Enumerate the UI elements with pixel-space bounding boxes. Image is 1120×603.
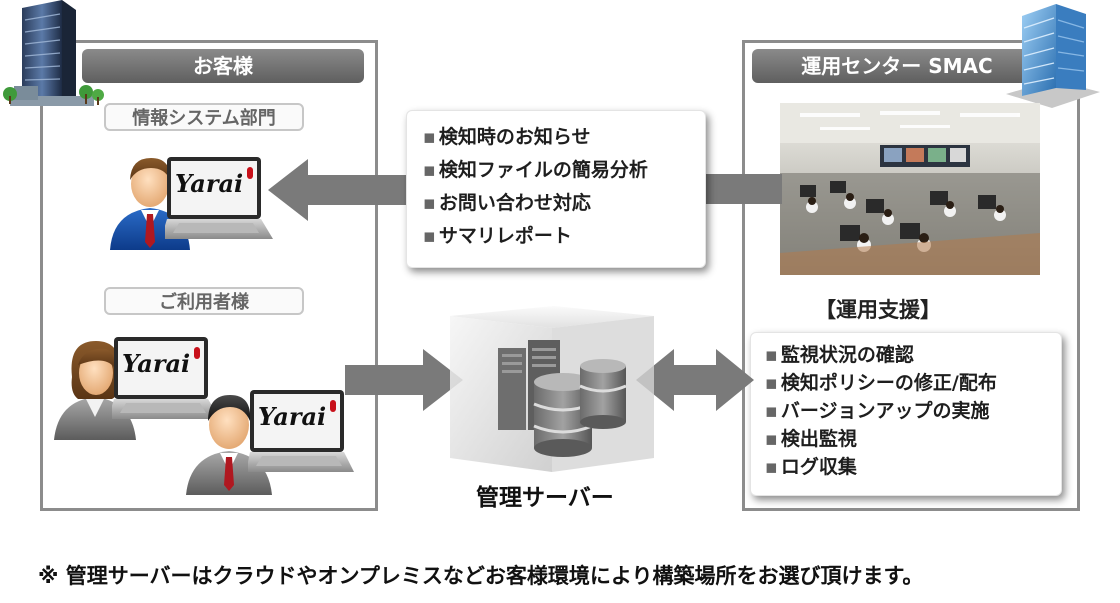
footnote: ※ 管理サーバーはクラウドやオンプレミスなどお客様環境により構築場所をお選び頂け… xyxy=(38,564,924,588)
services-list-box: 検知時のお知らせ 検知ファイルの簡易分析 お問い合わせ対応 サマリレポート xyxy=(406,110,706,268)
datacenter-building-icon xyxy=(1006,4,1100,108)
operations-room-photo xyxy=(780,103,1040,275)
it-staff-laptop: Yarai xyxy=(165,155,275,245)
service-item: サマリレポート xyxy=(423,220,705,253)
yarai-logo: Yarai xyxy=(122,349,191,378)
management-server-label: 管理サーバー xyxy=(476,485,614,511)
support-item: バージョンアップの実施 xyxy=(765,397,1061,425)
customer-panel-title: お客様 xyxy=(82,49,364,83)
user-female-laptop: Yarai xyxy=(112,335,222,425)
smac-panel-title: 運用センター SMAC xyxy=(752,49,1042,83)
support-item: 検知ポリシーの修正/配布 xyxy=(765,369,1061,397)
support-list-box: 監視状況の確認 検知ポリシーの修正/配布 バージョンアップの実施 検出監視 ログ… xyxy=(750,332,1062,496)
support-heading: 【運用支援】 xyxy=(815,298,941,322)
support-item: ログ収集 xyxy=(765,453,1061,481)
yarai-logo: Yarai xyxy=(175,169,244,198)
users-tag: ご利用者様 xyxy=(104,287,304,315)
yarai-logo-red-dot xyxy=(194,347,200,359)
support-item: 監視状況の確認 xyxy=(765,341,1061,369)
service-item: お問い合わせ対応 xyxy=(423,187,705,220)
management-server-icon xyxy=(450,306,654,472)
user-male-laptop: Yarai xyxy=(248,388,358,478)
yarai-logo-red-dot xyxy=(247,167,253,179)
smac-to-services-connector xyxy=(700,174,782,204)
server-support-double-arrow xyxy=(636,349,754,411)
services-arrow-left xyxy=(268,159,418,221)
service-item: 検知ファイルの簡易分析 xyxy=(423,154,705,187)
service-item: 検知時のお知らせ xyxy=(423,121,705,154)
it-department-tag: 情報システム部門 xyxy=(104,103,304,131)
users-to-server-arrow xyxy=(345,349,463,411)
support-item: 検出監視 xyxy=(765,425,1061,453)
yarai-logo-red-dot xyxy=(330,400,336,412)
office-building-icon xyxy=(3,0,104,106)
yarai-logo: Yarai xyxy=(258,402,327,431)
